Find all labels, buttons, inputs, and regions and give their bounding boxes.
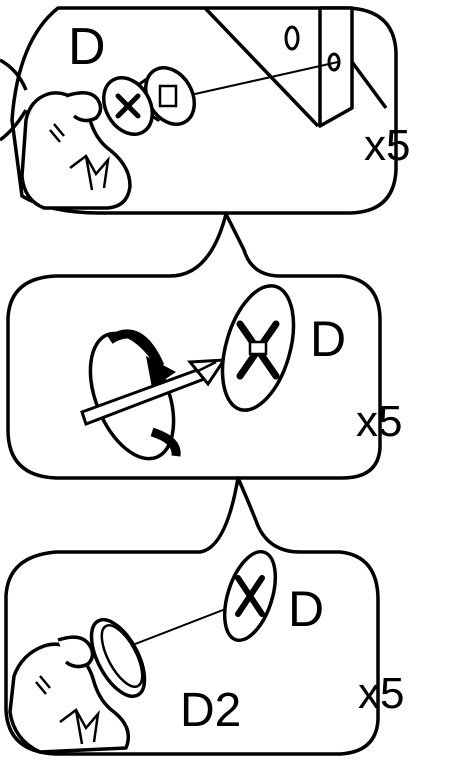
cam-lock-icon xyxy=(210,278,307,419)
cam-lock-icon xyxy=(215,545,285,646)
step-1-panel: D x5 xyxy=(0,8,410,213)
step-2-quantity: x5 xyxy=(356,397,402,446)
step-1-part-label: D xyxy=(68,18,106,76)
panel-icon xyxy=(205,8,386,126)
step-3-sub-label: D2 xyxy=(180,684,241,737)
step-1-quantity: x5 xyxy=(364,121,410,170)
step-2-part-label: D xyxy=(310,311,346,367)
step-3-panel: D D2 x5 xyxy=(6,478,404,754)
step-2-panel: D x5 xyxy=(8,214,402,478)
step-3-quantity: x5 xyxy=(358,669,404,718)
cam-lock-icon xyxy=(94,59,204,143)
step-3-part-label: D xyxy=(288,581,324,637)
